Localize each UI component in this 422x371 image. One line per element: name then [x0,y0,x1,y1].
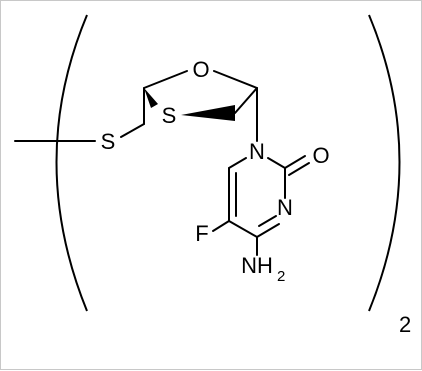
bond-c6-n1 [228,157,247,169]
bond-n1-c2-pyrimidine [267,157,286,169]
atom-fluorine: F [195,221,208,246]
repeat-count: 2 [399,312,411,337]
atom-ring-oxygen: O [192,57,209,82]
atom-carbonyl-oxygen: O [312,143,329,168]
wedge-bond-ring-sulfur-c4 [181,105,235,121]
atom-ring-nitrogen-3: N [277,195,293,220]
left-parenthesis [55,14,88,312]
atom-thioether-sulfur: S [101,129,116,154]
bond-c5-fluorine [212,220,230,232]
atom-amine-subscript: 2 [277,268,285,285]
atom-ring-sulfur: S [162,103,177,128]
bond-c4-c5-pyrimidine [228,220,258,238]
bond-c4-c5 [234,87,258,114]
wedge-bond-c2-ring-sulfur [144,88,158,108]
bond-sulfur-methylene [120,123,145,138]
bond-ring-oxygen-c5 [213,70,258,89]
bond-carbonyl-double-b [288,162,310,176]
atom-amine: NH [241,253,273,278]
bond-n3-c4-outer [256,223,280,238]
bond-carbonyl-double-a [284,155,306,169]
bond-c2-ring-oxygen [143,70,188,89]
right-parenthesis [368,14,401,312]
bond-n3-c4-inner [258,215,277,227]
atom-ring-nitrogen-1: N [249,139,265,164]
